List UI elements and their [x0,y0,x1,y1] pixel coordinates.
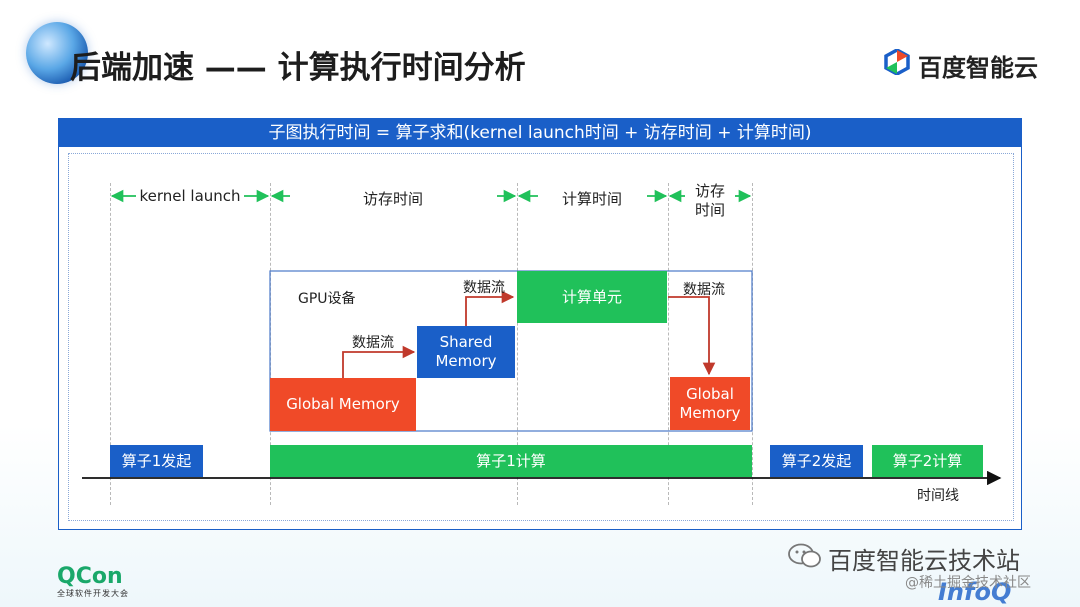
qcon-subtitle: 全球软件开发大会 [57,589,129,598]
op2-compute-bar: 算子2计算 [872,445,983,477]
data-flow-label: 数据流 [683,282,725,298]
phase-kernel-launch: kernel launch [139,187,241,205]
community-watermark: @稀土掘金技术社区 [905,575,1031,591]
baidu-cloud-logo-icon [884,49,910,75]
phase-mem-access: 访存时间 [362,190,423,208]
data-flow-arrow [465,290,515,326]
op1-compute-bar: 算子1计算 [270,445,752,477]
phase-mem-access-2: 访存 时间 [694,182,725,219]
formula-banner: 子图执行时间 = 算子求和(kernel launch时间 + 访存时间 + 计… [59,119,1021,147]
global-memory-box: Global Memory [270,378,416,431]
global-memory-box-2: Global Memory [670,377,750,430]
compute-unit-box: 计算单元 [517,271,667,323]
shared-memory-box: Shared Memory [417,326,515,378]
infoq-logo: InfoQ [938,578,1012,606]
op2-launch-bar: 算子2发起 [770,445,863,477]
wechat-icon [788,543,821,568]
wechat-account: 百度智能云技术站 [828,547,1020,575]
boundary-line [668,183,669,505]
boundary-line [110,183,111,505]
slide-title: 后端加速 —— 计算执行时间分析 [70,50,526,86]
data-flow-label: 数据流 [463,280,505,296]
timeline-label: 时间线 [917,488,959,504]
phase-compute: 计算时间 [561,190,622,208]
op1-launch-bar: 算子1发起 [110,445,203,477]
data-flow-label: 数据流 [352,335,394,351]
gpu-device-box [269,270,753,432]
qcon-logo: QCon [57,564,123,589]
gpu-device-label: GPU设备 [298,291,356,307]
data-flow-arrow [668,296,716,376]
inner-frame [68,153,1014,521]
data-flow-arrow [342,345,416,378]
boundary-line [517,183,518,505]
globe-logo [26,22,88,84]
brand-name: 百度智能云 [918,54,1038,82]
